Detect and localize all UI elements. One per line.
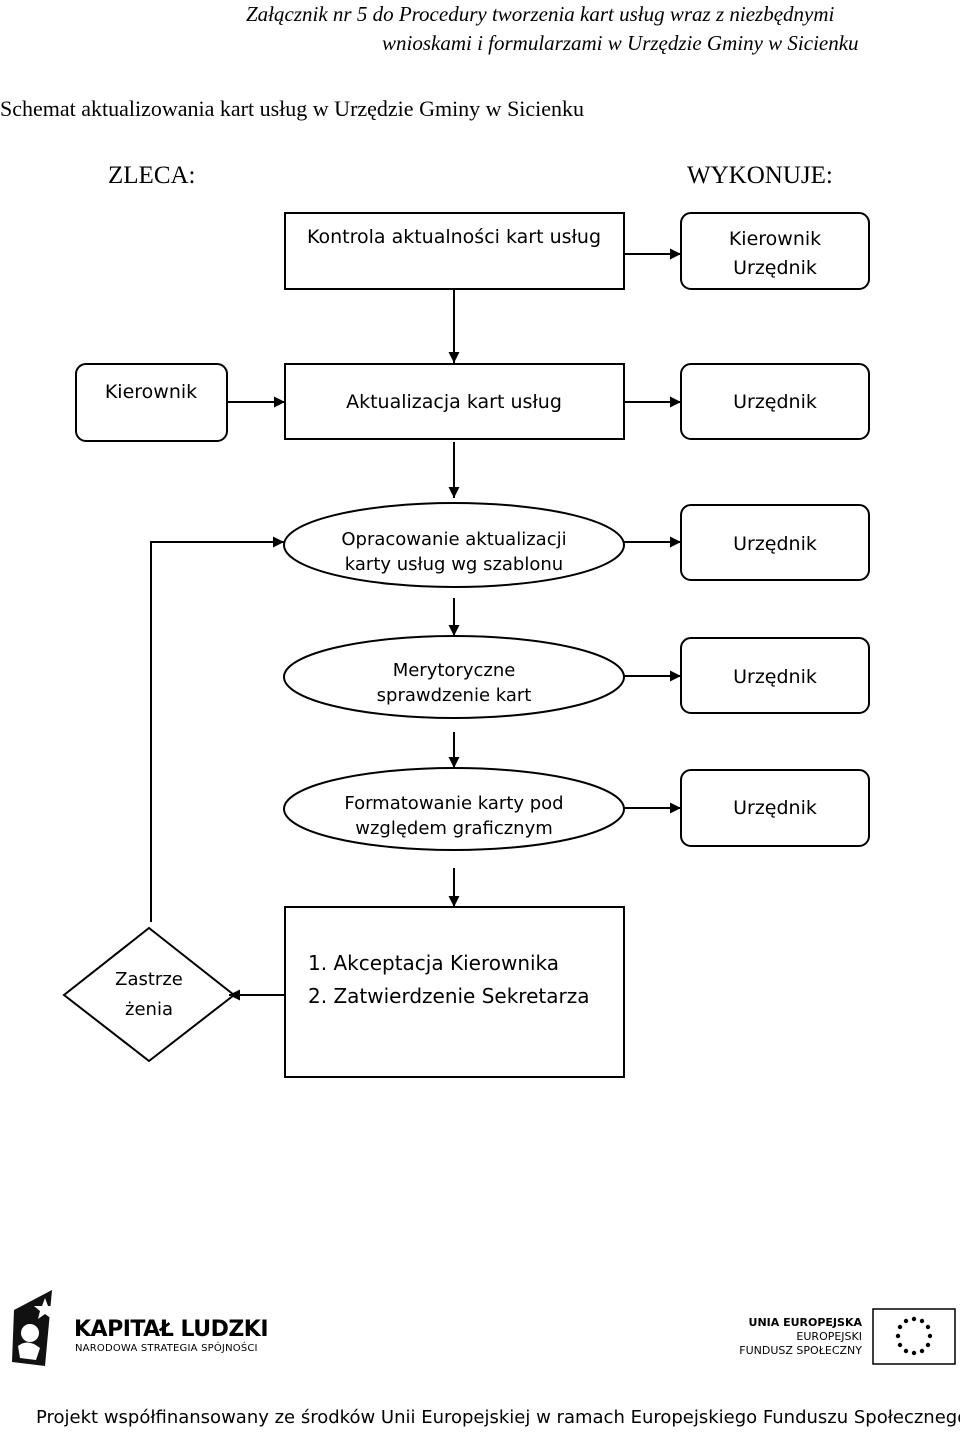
step-control-box [284, 212, 625, 290]
eu-label-line-1: UNIA EUROPEJSKA [748, 1316, 862, 1329]
step-format-line-2: względem graficznym [355, 818, 553, 839]
kapital-ludzki-subtitle: NARODOWA STRATEGIA SPÓJNOŚCI [75, 1343, 258, 1354]
kapital-ludzki-logo-graphic [12, 1290, 56, 1366]
executor-box-4-label: Urzędnik [733, 666, 817, 688]
step-review-line-1: Merytoryczne [393, 660, 516, 681]
step-update-label: Aktualizacja kart usług [346, 391, 562, 413]
executor-box-5-label: Urzędnik [733, 797, 817, 819]
footer-cofinancing-note: Projekt współfinansowany ze środków Unii… [36, 1407, 960, 1428]
step-review-line-2: sprawdzenie kart [377, 685, 532, 706]
step-prepare-line-2: karty usług wg szablonu [345, 554, 563, 575]
step-prepare-ellipse [283, 502, 625, 588]
objections-label-line-2: żenia [125, 999, 173, 1020]
column-header-executor: WYKONUJE: [687, 162, 833, 189]
eu-flag-icon [872, 1308, 956, 1365]
column-header-orderer: ZLECA: [108, 162, 196, 189]
step-format-line-1: Formatowanie karty pod [344, 793, 563, 814]
executor-box-1 [680, 212, 870, 290]
objections-label-line-1: Zastrze [115, 969, 183, 990]
eu-label-line-2: EUROPEJSKI [796, 1330, 862, 1343]
kapital-ludzki-title: KAPITAŁ LUDZKI [74, 1317, 269, 1342]
executor-box-1-line-1: Kierownik [729, 228, 821, 250]
feedback-loop-line [150, 536, 284, 922]
eu-label-line-3: FUNDUSZ SPOŁECZNY [739, 1344, 862, 1357]
executor-box-3-label: Urzędnik [733, 533, 817, 555]
annex-title-line-1: Załącznik nr 5 do Procedury tworzenia ka… [246, 2, 835, 26]
approval-box [284, 906, 625, 1078]
step-control-label: Kontrola aktualności kart usług [307, 226, 601, 248]
approval-item-1: 1. Akceptacja Kierownika [308, 951, 559, 975]
orderer-box-label: Kierownik [105, 381, 197, 403]
step-prepare-line-1: Opracowanie aktualizacji [341, 529, 566, 550]
approval-item-2: 2. Zatwierdzenie Sekretarza [308, 984, 589, 1008]
step-update-box [284, 363, 625, 440]
executor-box-1-line-2: Urzędnik [733, 257, 817, 279]
annex-title-line-2: wnioskami i formularzami w Urzędzie Gmin… [382, 31, 859, 55]
page-title: Schemat aktualizowania kart usług w Urzę… [0, 96, 585, 121]
executor-box-2-label: Urzędnik [733, 391, 817, 413]
objections-decision-diamond [62, 926, 236, 1063]
